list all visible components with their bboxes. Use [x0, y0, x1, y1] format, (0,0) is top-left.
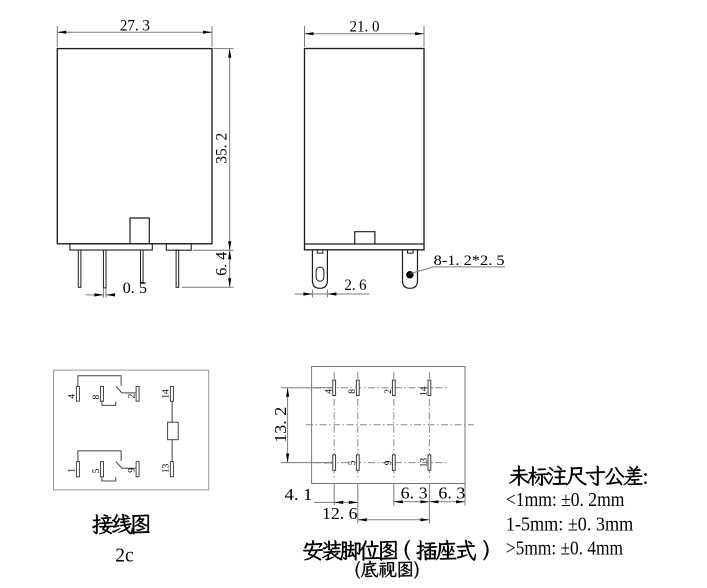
svg-text:9: 9: [383, 460, 394, 465]
svg-text:6. 4: 6. 4: [214, 252, 231, 276]
svg-text:13. 2: 13. 2: [271, 407, 290, 443]
svg-text:8-1. 2*2. 5: 8-1. 2*2. 5: [434, 253, 505, 269]
svg-text:6. 3: 6. 3: [401, 484, 428, 503]
svg-text:27. 3: 27. 3: [120, 18, 150, 35]
svg-text:8: 8: [91, 394, 102, 399]
svg-text:4: 4: [323, 389, 334, 394]
svg-text:2: 2: [383, 389, 394, 394]
svg-text:<1mm: ±0. 2mm: <1mm: ±0. 2mm: [506, 489, 625, 511]
svg-text:13: 13: [419, 458, 430, 468]
svg-text:13: 13: [161, 464, 172, 474]
svg-text:12. 6: 12. 6: [322, 504, 358, 523]
svg-text:14: 14: [419, 386, 430, 396]
svg-text:5: 5: [91, 468, 102, 473]
svg-text:1: 1: [67, 468, 78, 473]
svg-text:6. 3: 6. 3: [438, 484, 465, 503]
svg-text:2: 2: [126, 393, 137, 398]
svg-text:5: 5: [347, 460, 358, 465]
svg-text:2c: 2c: [115, 546, 134, 567]
svg-text:35. 2: 35. 2: [214, 133, 231, 164]
svg-text:2. 6: 2. 6: [345, 277, 367, 294]
svg-text:14: 14: [161, 389, 172, 399]
svg-text:8: 8: [347, 389, 358, 394]
svg-text:0. 5: 0. 5: [123, 280, 148, 297]
svg-text:>5mm: ±0. 4mm: >5mm: ±0. 4mm: [506, 538, 623, 560]
svg-text:1-5mm: ±0. 3mm: 1-5mm: ±0. 3mm: [506, 514, 634, 536]
svg-text:4: 4: [67, 394, 78, 399]
svg-text:21. 0: 21. 0: [350, 18, 380, 35]
svg-text:4. 1: 4. 1: [285, 485, 313, 504]
svg-text:9: 9: [126, 468, 137, 473]
